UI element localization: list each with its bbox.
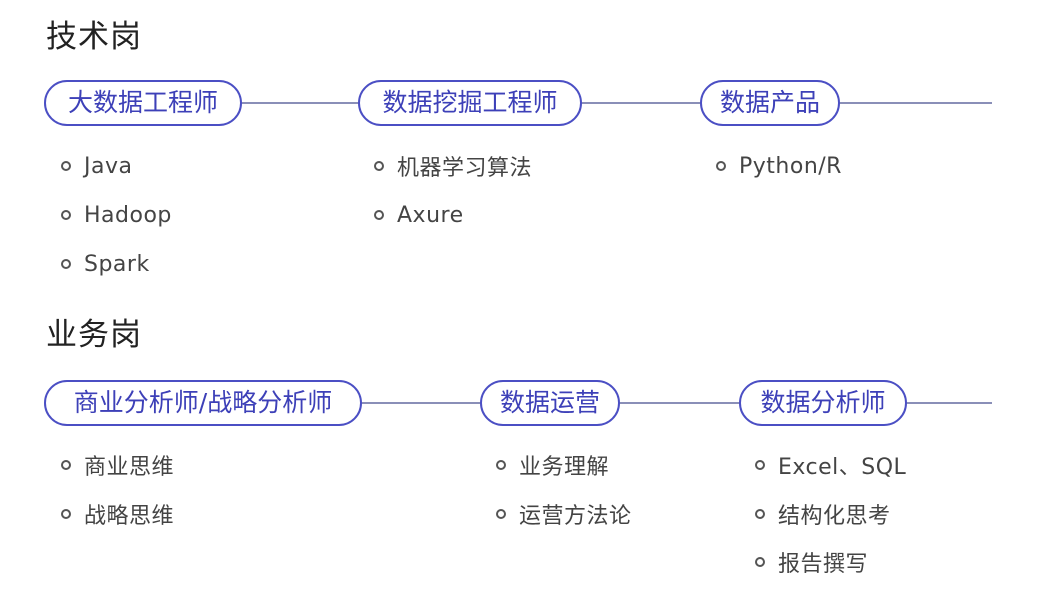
bullet-circle-icon [496, 509, 506, 519]
role-pill-big-data-engineer: 大数据工程师 [44, 80, 242, 126]
skill-label: Python/R [739, 153, 842, 179]
skill-item: Spark [61, 249, 150, 279]
connector-line-tech [240, 102, 992, 104]
skill-label: 报告撰写 [778, 552, 869, 577]
role-pill-data-mining-engineer: 数据挖掘工程师 [358, 80, 582, 126]
role-pill-business-strategy-analyst: 商业分析师/战略分析师 [44, 380, 362, 426]
skill-label: 战略思维 [84, 504, 175, 529]
bullet-circle-icon [496, 460, 506, 470]
skill-label: Java [84, 153, 133, 179]
bullet-circle-icon [755, 460, 765, 470]
section-title-tech: 技术岗 [46, 19, 142, 55]
skill-label: Axure [397, 202, 464, 228]
skill-item: Python/R [716, 151, 842, 181]
bullet-circle-icon [61, 259, 71, 269]
bullet-circle-icon [716, 161, 726, 171]
skill-label: 商业思维 [84, 455, 175, 480]
connector-line-business [360, 402, 992, 404]
bullet-circle-icon [61, 460, 71, 470]
bullet-circle-icon [61, 210, 71, 220]
bullet-circle-icon [61, 509, 71, 519]
bullet-circle-icon [374, 161, 384, 171]
skill-item: Java [61, 151, 132, 181]
bullet-circle-icon [61, 161, 71, 171]
bullet-circle-icon [755, 509, 765, 519]
skill-item: Axure [374, 200, 464, 230]
skill-item: 商业思维 [61, 450, 174, 480]
skill-item: 战略思维 [61, 499, 174, 529]
skill-label: 运营方法论 [519, 504, 632, 529]
bullet-circle-icon [374, 210, 384, 220]
role-pill-data-analyst: 数据分析师 [739, 380, 907, 426]
role-pill-data-operations: 数据运营 [480, 380, 620, 426]
skill-item: 运营方法论 [496, 499, 632, 529]
skill-item: 报告撰写 [755, 547, 868, 577]
bullet-circle-icon [755, 557, 765, 567]
skill-label: 机器学习算法 [397, 156, 533, 181]
section-title-business: 业务岗 [46, 317, 142, 353]
skill-item: Excel、SQL [755, 450, 906, 480]
role-pill-data-product: 数据产品 [700, 80, 840, 126]
skill-label: Excel、SQL [778, 455, 907, 480]
skill-item: 机器学习算法 [374, 151, 532, 181]
skill-item: Hadoop [61, 200, 172, 230]
skill-label: 结构化思考 [778, 504, 891, 529]
skill-label: Hadoop [84, 202, 172, 228]
skill-label: Spark [84, 251, 150, 277]
skill-item: 结构化思考 [755, 499, 891, 529]
skill-item: 业务理解 [496, 450, 609, 480]
skill-label: 业务理解 [519, 455, 610, 480]
